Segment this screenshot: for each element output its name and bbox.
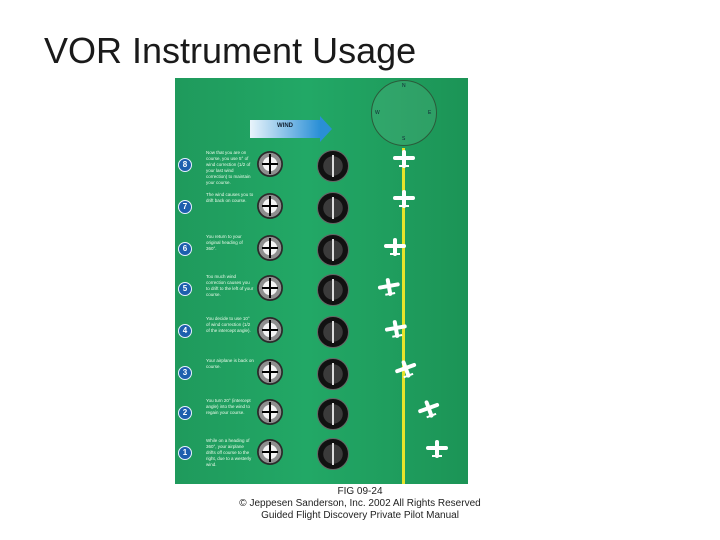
step-row: 3 Your airplane is back on course. [175,358,375,398]
step-number: 3 [178,366,192,380]
step-text: Too much wind correction causes you to d… [206,274,254,297]
step-row: 1 While on a heading of 360°, your airpl… [175,438,375,478]
airplane-icon [393,357,420,381]
heading-indicator-icon [317,398,349,430]
step-row: 5 Too much wind correction causes you to… [175,274,375,314]
heading-indicator-icon [317,150,349,182]
step-number: 7 [178,200,192,214]
vor-indicator-icon [257,151,283,177]
figure-caption-book: Guided Flight Discovery Private Pilot Ma… [261,510,459,521]
airplane-icon [416,397,443,421]
step-text: You return to your original heading of 3… [206,234,243,251]
heading-indicator-icon [317,316,349,348]
heading-indicator-icon [317,438,349,470]
slide-title: VOR Instrument Usage [44,30,417,71]
wind-arrow-icon [250,116,332,142]
step-row: 8 Now that you are on course, you use 5°… [175,150,375,190]
course-line [402,148,405,484]
step-text: You turn 20° (intercept angle) into the … [206,398,251,415]
figure-caption-copyright: © Jeppesen Sanderson, Inc. 2002 All Righ… [239,498,481,509]
vor-figure: WIND N E S W 8 Now that you are on cours… [175,78,468,484]
step-number: 5 [178,282,192,296]
step-row: 7 The wind causes you to drift back on c… [175,192,375,232]
step-row: 2 You turn 20° (intercept angle) into th… [175,398,375,438]
heading-indicator-icon [317,192,349,224]
vor-indicator-icon [257,193,283,219]
step-number: 8 [178,158,192,172]
compass-e: E [428,110,432,116]
step-row: 4 You decide to use 10° of wind correcti… [175,316,375,356]
airplane-icon [384,318,409,340]
step-text: The wind causes you to drift back on cou… [206,192,254,203]
vor-indicator-icon [257,317,283,343]
airplane-icon [426,440,448,458]
vor-indicator-icon [257,439,283,465]
compass-rose-icon: N E S W [371,80,437,146]
heading-indicator-icon [317,274,349,306]
compass-n: N [402,83,406,89]
compass-s: S [402,136,406,142]
airplane-icon [377,276,402,298]
step-text: Now that you are on course, you use 5° o… [206,150,251,185]
heading-indicator-icon [317,358,349,390]
compass-w: W [375,110,380,116]
figure-caption-number: FIG 09-24 [337,486,383,497]
airplane-icon [393,150,415,168]
step-row: 6 You return to your original heading of… [175,234,375,274]
step-number: 4 [178,324,192,338]
step-number: 6 [178,242,192,256]
airplane-icon [393,190,415,208]
wind-label: WIND [277,123,293,129]
vor-indicator-icon [257,235,283,261]
step-text: While on a heading of 360°, your airplan… [206,438,252,467]
step-text: Your airplane is back on course. [206,358,254,369]
vor-indicator-icon [257,399,283,425]
step-number: 2 [178,406,192,420]
vor-indicator-icon [257,359,283,385]
vor-indicator-icon [257,275,283,301]
heading-indicator-icon [317,234,349,266]
airplane-icon [384,238,406,256]
step-number: 1 [178,446,192,460]
step-text: You decide to use 10° of wind correction… [206,316,251,333]
